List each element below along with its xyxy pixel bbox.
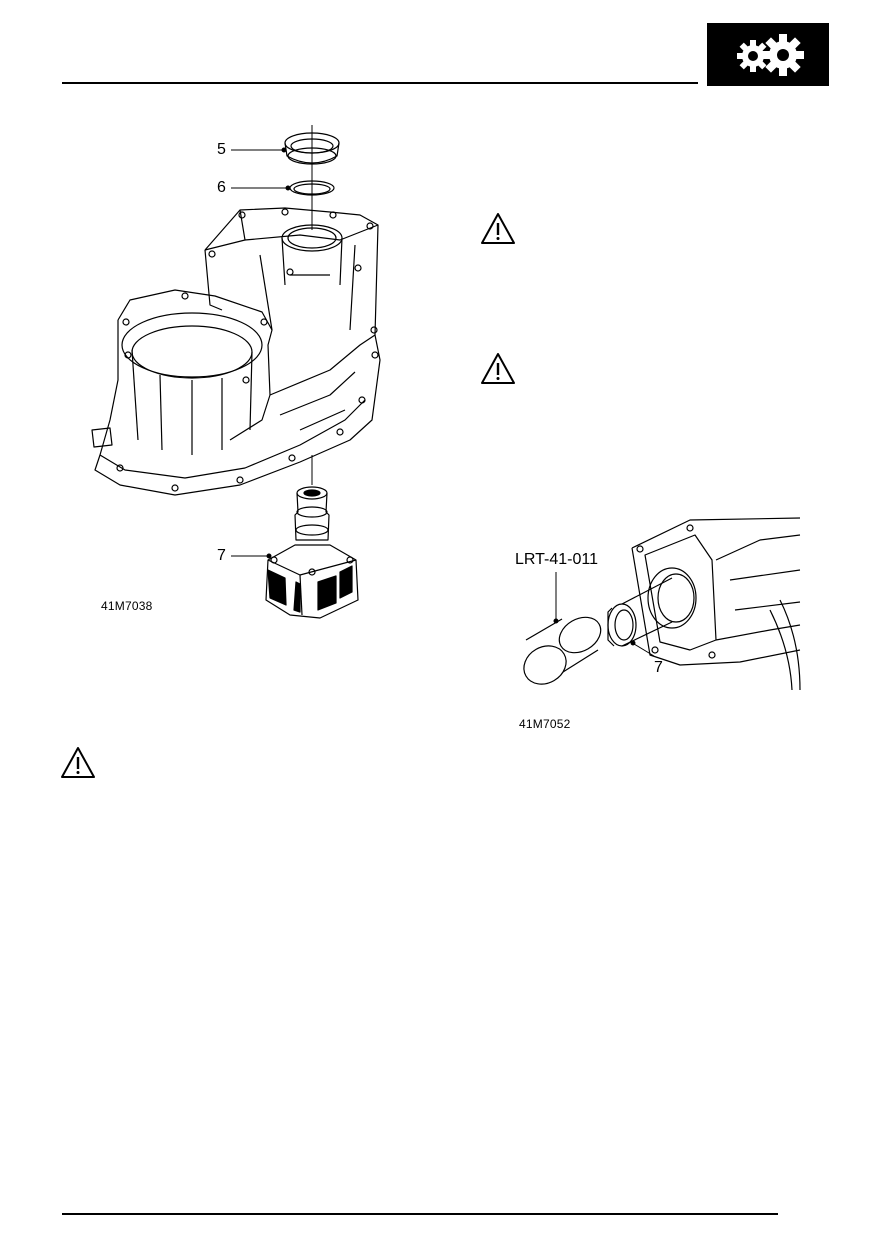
seal-installation-diagram (523, 517, 801, 691)
footer-rule (62, 1213, 778, 1215)
gears-icon (737, 33, 804, 76)
tool-label: LRT-41-011 (515, 551, 599, 568)
figure-code-right: 41M7052 (519, 717, 571, 731)
warning-triangle-icon (481, 213, 515, 244)
warning-triangle-icon (481, 353, 515, 384)
figure-code-left: 41M7038 (101, 599, 153, 613)
section-badge (707, 23, 829, 86)
callout-5: 5 (217, 141, 226, 158)
casing-exploded-diagram (91, 125, 381, 619)
header-rule (62, 82, 698, 84)
callout-7: 7 (217, 547, 226, 564)
warning-triangle-icon (61, 747, 95, 778)
callout-7-right: 7 (654, 659, 663, 676)
callout-6: 6 (217, 179, 226, 196)
